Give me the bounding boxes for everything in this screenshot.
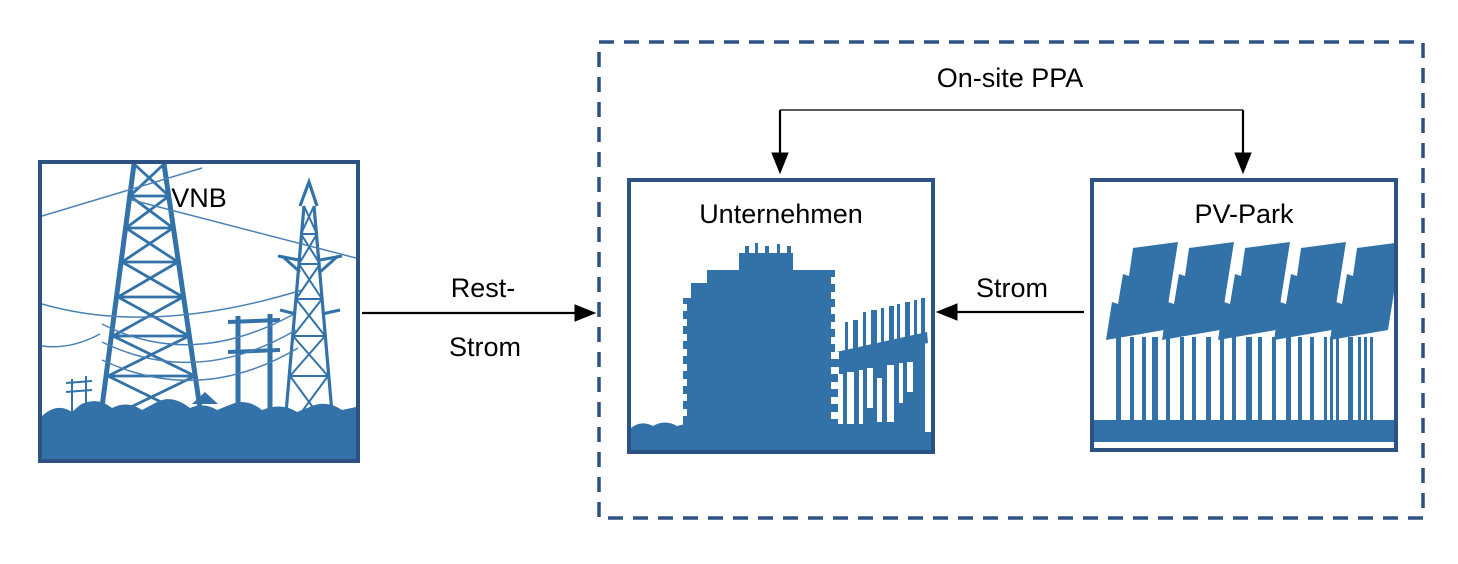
right-pylon-rails: [282, 177, 336, 437]
unternehmen-node: Unternehmen: [627, 178, 935, 454]
unternehmen-label: Unternehmen: [699, 199, 863, 229]
right-pylon-braces: [283, 205, 335, 437]
onsite-ppa-group: [597, 40, 1425, 520]
office-buildings-image: [631, 243, 931, 450]
vnb-node: VNB: [38, 160, 360, 463]
rest-strom-label-line2: Strom: [448, 332, 521, 362]
pv-park-label: PV-Park: [1194, 199, 1294, 229]
pv-park-node: PV-Park: [1090, 178, 1398, 452]
building-silhouette: [631, 243, 931, 450]
rest-strom-label-line1: Rest-: [450, 273, 516, 303]
power-lines: [42, 167, 356, 382]
solar-panels: [1094, 242, 1394, 442]
transmission-towers-image: [42, 164, 356, 459]
right-pylon-crossarms: [277, 254, 343, 316]
vnb-label: VNB: [171, 183, 227, 213]
building-window-notches: [680, 277, 913, 424]
ground-silhouette: [42, 392, 356, 459]
onsite-ppa-label: On-site PPA: [936, 63, 1084, 93]
strom-label: Strom: [975, 273, 1048, 303]
onsite-ppa-group-border: [597, 40, 1425, 520]
solar-panel-array-image: [1094, 242, 1394, 442]
